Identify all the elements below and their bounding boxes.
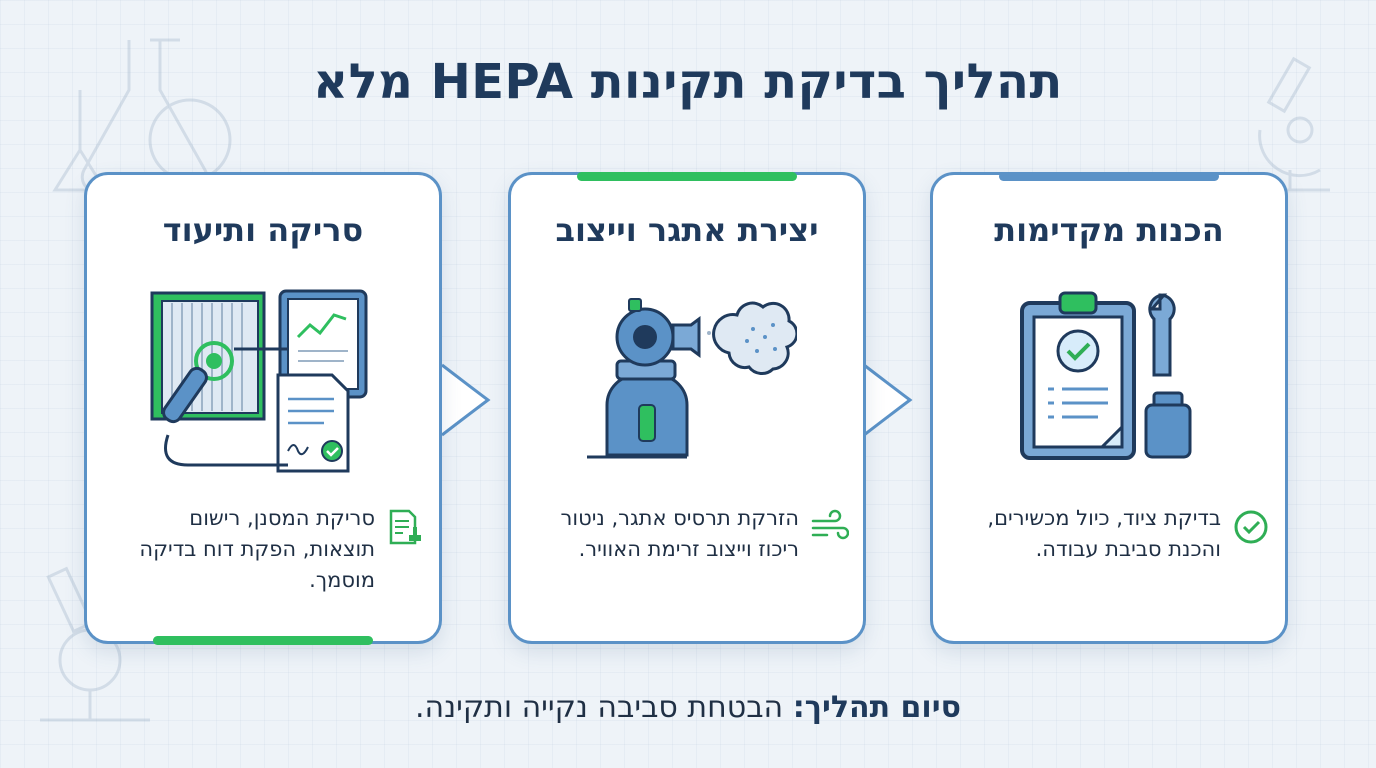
clipboard-wrench-weight-illustration [1020, 291, 1192, 460]
card-accent-bar [999, 172, 1219, 181]
process-conclusion: סיום תהליך: הבטחת סביבה נקייה ותקינה. [0, 690, 1376, 725]
aerosol-generator-illustration [587, 298, 797, 459]
document-stamp-icon [389, 509, 421, 545]
step-description: הזרקת תרסיס אתגר, ניטור ריכוז וייצוב זרי… [529, 503, 849, 565]
step-body-text: סריקת המסנן, רישום תוצאות, הפקת דוח בדיק… [139, 506, 375, 592]
step-card-preparation: הכנות מקדימות בדיקת ציוד, כיול מכשירים, … [930, 172, 1288, 644]
card-accent-bar [577, 172, 797, 181]
step-body-text: הזרקת תרסיס אתגר, ניטור ריכוז וייצוב זרי… [560, 506, 800, 561]
step-title: סריקה ותיעוד [162, 211, 364, 249]
filter-scan-report-illustration [150, 289, 368, 473]
step-card-scan: סריקה ותיעוד סריקת המסנן, רישום [84, 172, 442, 645]
page-title: תהליך בדיקת תקינות HEPA מלא [313, 54, 1063, 110]
check-circle-icon [1234, 510, 1268, 544]
card-accent-bar [153, 636, 373, 645]
step-title: הכנות מקדימות [994, 211, 1224, 249]
step-title: יצירת אתגר וייצוב [555, 211, 819, 249]
flow-arrow-icon [441, 363, 491, 437]
footer-label: סיום תהליך: [792, 690, 961, 725]
step-description: סריקת המסנן, רישום תוצאות, הפקת דוח בדיק… [105, 503, 425, 596]
step-description: בדיקת ציוד, כיול מכשירים, והכנת סביבת עב… [951, 503, 1271, 565]
flow-arrow-icon [863, 363, 913, 437]
airflow-icon [811, 509, 849, 540]
microscope-icon [40, 566, 150, 722]
footer-text: הבטחת סביבה נקייה ותקינה. [415, 690, 793, 725]
step-card-challenge: יצירת אתגר וייצוב הזרקת תרסיס אתגר, ניטו… [508, 172, 866, 644]
step-body-text: בדיקת ציוד, כיול מכשירים, והכנת סביבת עב… [987, 506, 1221, 561]
